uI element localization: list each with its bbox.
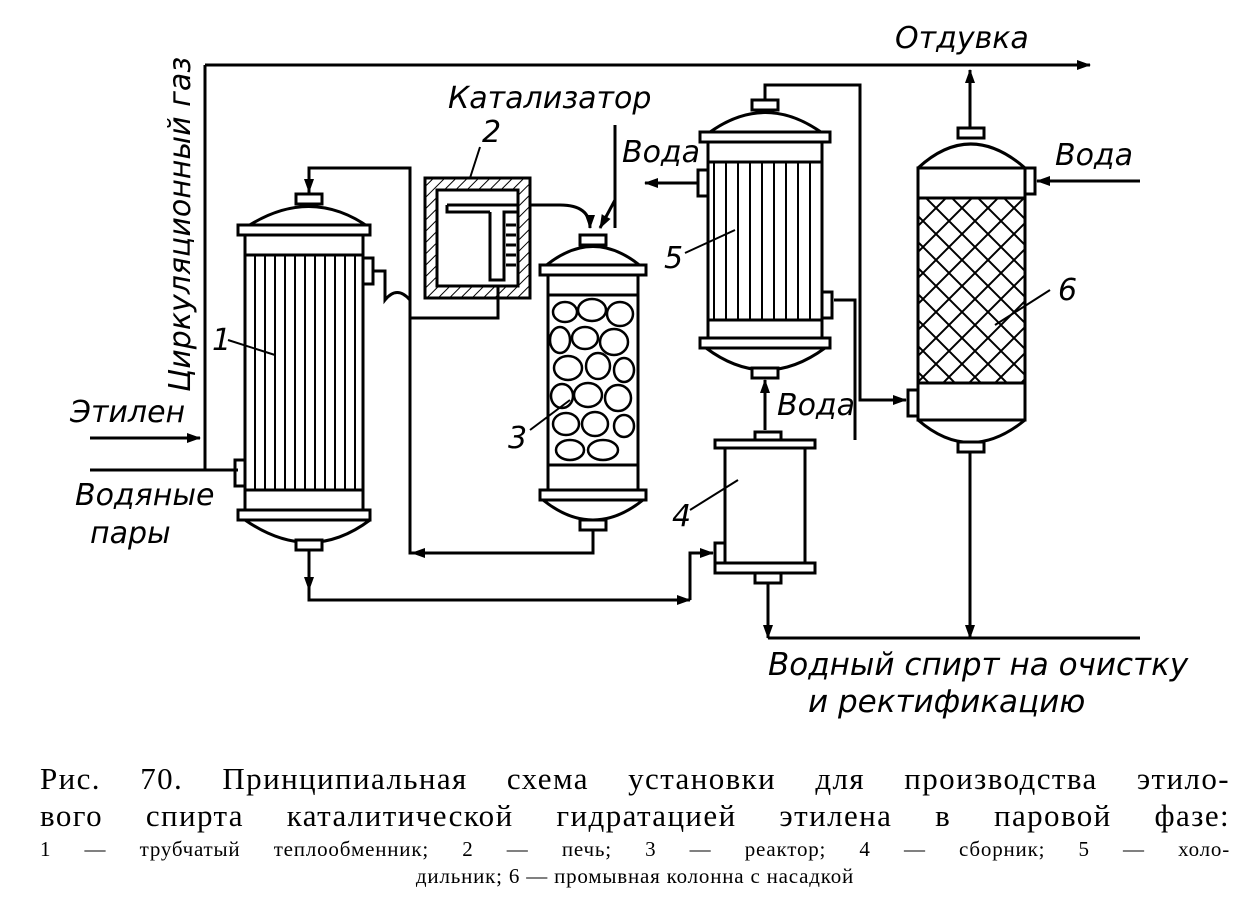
caption-legend-line-1: 1 — трубчатый теплообменник; 2 — печь; 3… xyxy=(40,837,1230,861)
figure-caption: Рис. 70. Принципиальная схема установки … xyxy=(40,760,1230,890)
label-ethylene: Этилен xyxy=(69,395,185,430)
caption-main-line-2: вого спирта каталитической гидратацией э… xyxy=(40,798,1230,833)
washing-column-6 xyxy=(906,126,1037,454)
circulation-gas-line xyxy=(203,60,1091,470)
label-steam-1: Водяные xyxy=(75,478,214,513)
caption-main-line-1: Рис. 70. Принципиальная схема установки … xyxy=(40,761,1230,796)
label-circulation-gas: Циркуляционный газ xyxy=(163,57,198,392)
cooler-5 xyxy=(696,98,834,380)
reactor-3 xyxy=(538,233,648,532)
equipment-number-5: 5 xyxy=(664,241,683,276)
label-product-2: и ректификацию xyxy=(808,684,1085,720)
caption-legend-line-2: дильник; 6 — промывная колонна с насадко… xyxy=(415,864,855,888)
furnace-2 xyxy=(423,176,532,300)
label-otduvka: Отдувка xyxy=(895,21,1029,56)
label-water-cooler-in: Вода xyxy=(777,388,855,423)
label-product-1: Водный спирт на очистку xyxy=(768,647,1189,683)
equipment-number-4: 4 xyxy=(672,499,691,534)
caption-legend: 1 — трубчатый теплообменник; 2 — печь; 3… xyxy=(40,836,1230,890)
equipment-number-6: 6 xyxy=(1058,273,1077,308)
label-steam-2: пары xyxy=(90,516,171,551)
equipment-number-1: 1 xyxy=(212,323,231,358)
caption-main: Рис. 70. Принципиальная схема установки … xyxy=(40,760,1230,834)
heat-exchanger-1 xyxy=(233,192,375,552)
process-flow-diagram: Отдувка Катализатор Вода Вода Вода Цирку… xyxy=(69,21,1189,720)
label-water-column-in: Вода xyxy=(1055,138,1133,173)
equipment-number-3: 3 xyxy=(508,421,527,456)
label-water-cooler-out: Вода xyxy=(622,135,700,170)
label-catalyst: Катализатор xyxy=(448,81,651,116)
equipment-number-2: 2 xyxy=(482,115,501,150)
collector-4 xyxy=(713,430,817,585)
